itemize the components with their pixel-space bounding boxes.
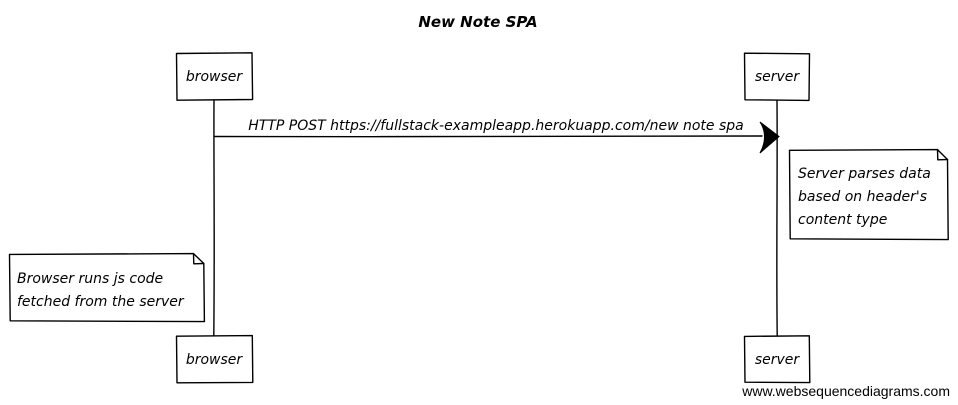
participant-server-label: server: [755, 352, 801, 368]
note-browser-line-2: fetched from the server: [17, 294, 185, 310]
note-server: Server parses data based on header's con…: [788, 148, 949, 241]
note-browser: Browser runs js code fetched from the se…: [8, 252, 206, 323]
participant-browser-label: browser: [186, 69, 244, 85]
note-fold-icon: [192, 252, 205, 265]
participant-browser-label: browser: [186, 352, 244, 368]
participant-browser-bottom: browser: [175, 334, 254, 384]
note-server-line-2: based on header's: [798, 189, 927, 205]
message-label: HTTP POST https://fullstack-exampleapp.h…: [248, 118, 744, 134]
note-server-line-3: content type: [798, 212, 887, 228]
message-line: [214, 135, 763, 138]
participant-server-bottom: server: [743, 335, 811, 384]
participant-server-top: server: [743, 52, 811, 102]
message-http-post: HTTP POST https://fullstack-exampleapp.h…: [214, 118, 780, 154]
note-fold-icon: [936, 148, 949, 161]
participant-server-label: server: [755, 69, 801, 85]
watermark-link[interactable]: www.websequencediagrams.com: [742, 383, 950, 399]
note-server-line-1: Server parses data: [798, 166, 931, 182]
arrow-head-icon: [759, 121, 780, 154]
diagram-title: New Note SPA: [418, 13, 537, 31]
participant-browser-top: browser: [175, 52, 254, 101]
note-browser-line-1: Browser runs js code: [17, 271, 163, 287]
